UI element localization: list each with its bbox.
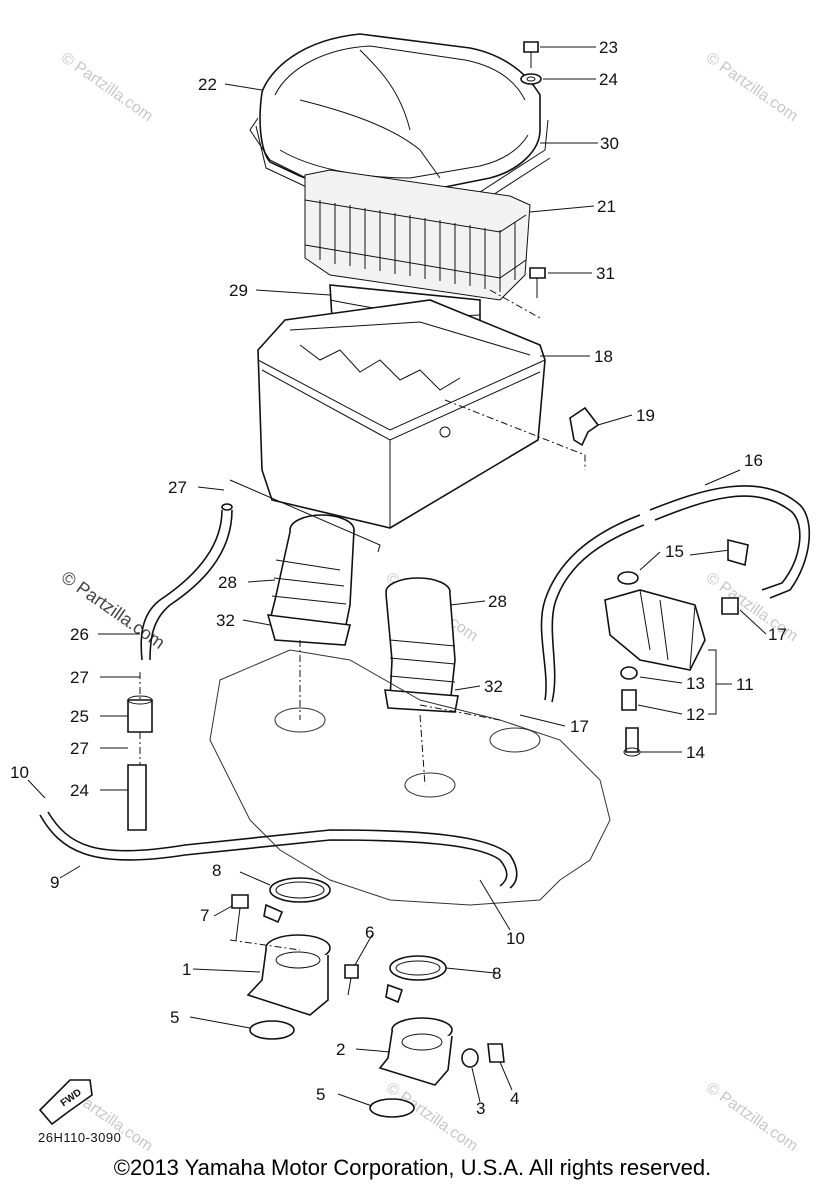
callout-3[interactable]: 3 (476, 1099, 485, 1118)
callout-32[interactable]: 32 (216, 611, 235, 630)
callout-4[interactable]: 4 (510, 1089, 519, 1108)
callout-18[interactable]: 18 (594, 347, 613, 366)
air-cleaner-case (257, 299, 546, 529)
carburetor-joint-left (266, 514, 355, 646)
callout-32[interactable]: 32 (484, 677, 503, 696)
callout-5[interactable]: 5 (170, 1008, 179, 1027)
callout-5[interactable]: 5 (316, 1085, 325, 1104)
callout-30[interactable]: 30 (600, 134, 619, 153)
callout-27[interactable]: 27 (70, 668, 89, 687)
callout-24-text[interactable]: 24 (70, 781, 89, 800)
watermark: © Partzilla.com (58, 49, 156, 125)
callout-31[interactable]: 31 (596, 264, 615, 283)
callout-28[interactable]: 28 (488, 592, 507, 611)
copyright-footer: ©2013 Yamaha Motor Corporation, U.S.A. A… (113, 1155, 712, 1180)
callout-29[interactable]: 29 (229, 281, 248, 300)
lower-intake-parts (229, 877, 505, 1118)
hose-16 (540, 485, 811, 703)
callout-27[interactable]: 27 (70, 739, 89, 758)
callout-9[interactable]: 9 (50, 873, 59, 892)
callout-15[interactable]: 15 (665, 542, 684, 561)
watermark: © Partzilla.com (703, 1079, 801, 1155)
callout-10[interactable]: 10 (506, 929, 525, 948)
callout-25[interactable]: 25 (70, 707, 89, 726)
diagram-code: 26H110-3090 (38, 1130, 121, 1145)
left-hose-assembly (127, 479, 381, 831)
callout-16[interactable]: 16 (744, 451, 763, 470)
small-fasteners-top (520, 41, 600, 447)
callout-20[interactable]: 21 (597, 197, 616, 216)
callout-8[interactable]: 8 (212, 861, 221, 880)
leader-lines (27, 46, 767, 1107)
callout-17[interactable]: 17 (768, 625, 787, 644)
callout-22[interactable]: 23 (599, 38, 618, 57)
callout-21[interactable]: 22 (198, 75, 217, 94)
engine-outline (209, 649, 611, 906)
callout-2[interactable]: 2 (336, 1040, 345, 1059)
callout-12[interactable]: 12 (686, 705, 705, 724)
callout-labels: 22 23 24 30 21 31 29 18 19 16 27 15 28 2… (10, 38, 787, 1118)
callout-11[interactable]: 11 (736, 675, 754, 694)
callout-8[interactable]: 8 (492, 964, 501, 983)
callout-10[interactable]: 10 (10, 763, 29, 782)
callout-7[interactable]: 7 (200, 906, 209, 925)
callout-6[interactable]: 6 (365, 923, 374, 942)
callout-28[interactable]: 28 (218, 573, 237, 592)
callout-1[interactable]: 1 (182, 960, 191, 979)
fwd-arrow-icon: FWD (38, 1079, 93, 1126)
watermark: © Partzilla.com (703, 49, 801, 125)
callout-26[interactable]: 26 (70, 625, 89, 644)
air-cleaner-cover (249, 33, 551, 213)
callout-14[interactable]: 14 (686, 743, 705, 762)
air-filter-element (304, 169, 531, 301)
callout-13[interactable]: 13 (686, 674, 705, 693)
callout-19[interactable]: 19 (636, 406, 655, 425)
carburetor-joint-right (384, 577, 459, 713)
air-cut-valve (604, 538, 749, 757)
callout-23[interactable]: 24 (599, 70, 618, 89)
callout-27[interactable]: 27 (168, 478, 187, 497)
callout-17[interactable]: 17 (570, 717, 589, 736)
hose-9 (39, 811, 518, 889)
